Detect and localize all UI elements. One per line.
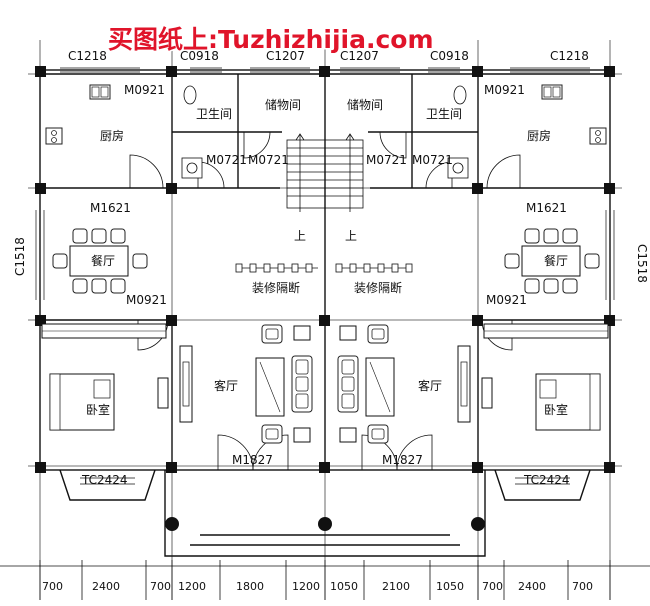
room-living-right: 客厅 — [418, 378, 442, 393]
dim-8: 1050 — [436, 580, 464, 593]
room-bedroom-right: 卧室 — [544, 402, 568, 417]
room-bedroom-left: 卧室 — [86, 402, 110, 417]
dim-4: 1800 — [236, 580, 264, 593]
room-storage-right: 储物间 — [347, 97, 383, 112]
label-m0721-1: M0721 — [206, 153, 247, 167]
room-labels: 厨房 厨房 卫生间 卫生间 储物间 储物间 餐厅 餐厅 装修隔断 装修隔断 客厅… — [86, 97, 568, 417]
dimension-values: 700 2400 700 1200 1800 1200 1050 2100 10… — [42, 580, 593, 593]
stair-up-right: 上 — [345, 229, 357, 243]
dim-9: 700 — [482, 580, 503, 593]
room-dining-right: 餐厅 — [544, 253, 568, 268]
label-c1218-right: C1218 — [550, 49, 589, 63]
label-m0721-3: M0721 — [366, 153, 407, 167]
porch-columns — [165, 517, 485, 531]
columns — [35, 66, 615, 473]
label-m1827-right: M1827 — [382, 453, 423, 467]
dim-5: 1200 — [292, 580, 320, 593]
dim-6: 1050 — [330, 580, 358, 593]
bedroom-furniture — [41, 323, 609, 431]
dim-7: 2100 — [382, 580, 410, 593]
dimension-line — [0, 560, 650, 600]
label-m0921-kitchen-left: M0921 — [124, 83, 165, 97]
room-bath-left: 卫生间 — [196, 107, 232, 121]
dim-11: 700 — [572, 580, 593, 593]
room-storage-left: 储物间 — [265, 97, 301, 112]
doors — [129, 131, 521, 471]
watermark: 买图纸上:Tuzhizhijia.com — [108, 25, 434, 54]
label-c1207-right: C1207 — [340, 49, 379, 63]
label-m0921-kitchen-right: M0921 — [484, 83, 525, 97]
label-c0918-left: C0918 — [180, 49, 219, 63]
dim-3: 1200 — [178, 580, 206, 593]
label-m1621-left: M1621 — [90, 201, 131, 215]
dim-10: 2400 — [518, 580, 546, 593]
label-tc2424-left: TC2424 — [81, 473, 128, 487]
partition-screens — [235, 263, 413, 273]
label-m0721-4: M0721 — [412, 153, 453, 167]
label-m1621-right: M1621 — [526, 201, 567, 215]
bathroom-fixtures — [181, 85, 469, 179]
label-m1827-left: M1827 — [232, 453, 273, 467]
room-living-left: 客厅 — [214, 378, 238, 393]
partition-label-left: 装修隔断 — [252, 280, 300, 295]
label-c1518-left: C1518 — [13, 237, 27, 276]
label-c0918-right: C0918 — [430, 49, 469, 63]
dining-sets — [52, 228, 600, 294]
dim-1: 2400 — [92, 580, 120, 593]
dim-2: 700 — [150, 580, 171, 593]
windows — [35, 67, 615, 485]
label-c1518-right: C1518 — [635, 244, 649, 283]
partition-label-right: 装修隔断 — [354, 280, 402, 295]
room-kitchen-right: 厨房 — [527, 128, 551, 143]
label-m0921-bed-right: M0921 — [486, 293, 527, 307]
label-m0721-2: M0721 — [248, 153, 289, 167]
label-c1207-left: C1207 — [266, 49, 305, 63]
room-kitchen-left: 厨房 — [100, 128, 124, 143]
label-c1218-left: C1218 — [68, 49, 107, 63]
staircase — [286, 133, 364, 212]
label-tc2424-right: TC2424 — [523, 473, 570, 487]
stair-up-left: 上 — [294, 229, 306, 243]
room-bath-right: 卫生间 — [426, 107, 462, 121]
opening-labels: C1218 C1218 C0918 C0918 C1207 C1207 M092… — [13, 49, 649, 487]
dim-0: 700 — [42, 580, 63, 593]
label-m0921-bed-left: M0921 — [126, 293, 167, 307]
living-room-furniture — [179, 324, 471, 444]
room-dining-left: 餐厅 — [91, 253, 115, 268]
